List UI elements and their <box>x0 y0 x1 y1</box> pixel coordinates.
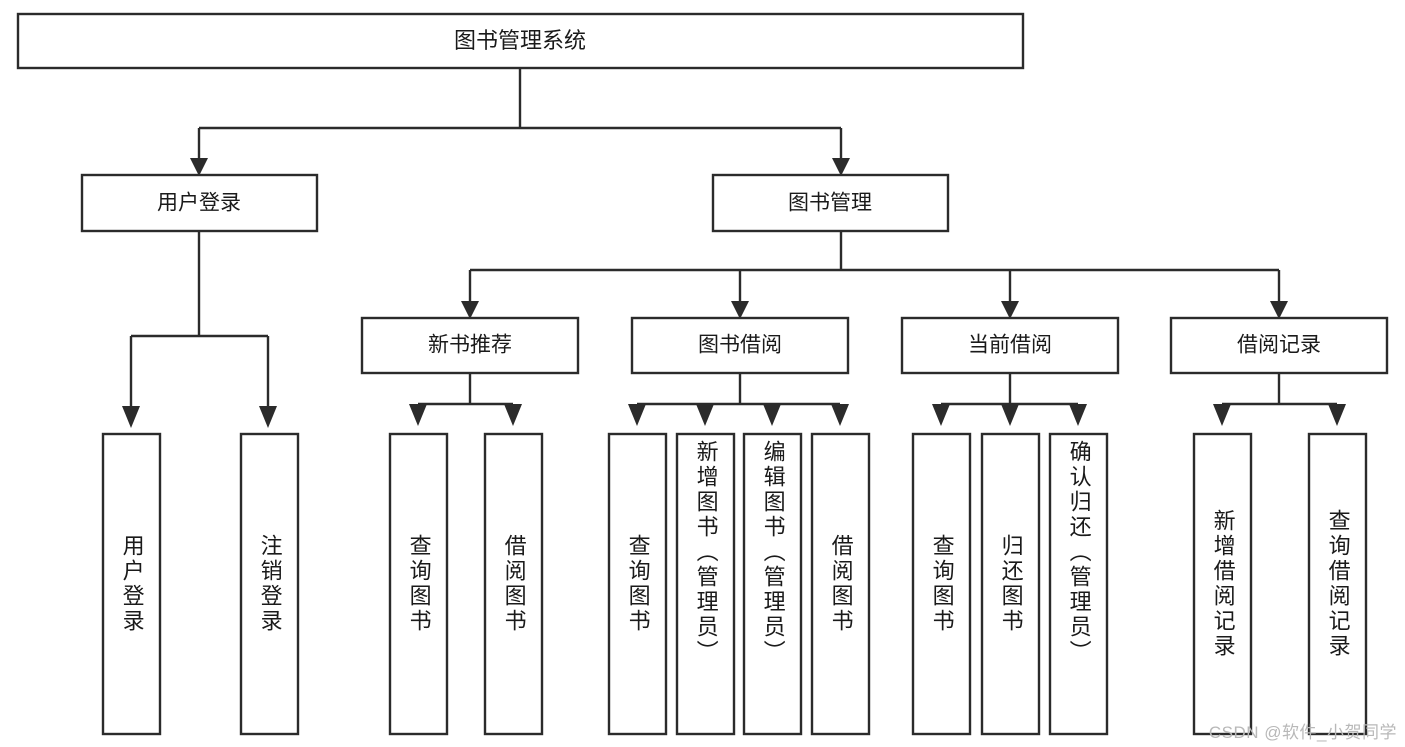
node-root-label: 图书管理系统 <box>454 28 586 53</box>
node-borrow-record-box[interactable] <box>1169 316 1389 375</box>
arrowhead-current-borrow-leaf-2 <box>1001 404 1019 426</box>
node-leaf-box[interactable] <box>101 432 162 736</box>
csdn-watermark: CSDN @软件_小贺同学 <box>1208 723 1397 742</box>
node-label-layer: 图书管理系统 用户登录 图书管理 新书推荐 图书借阅 当前借阅 借阅记录 <box>157 28 1321 357</box>
arrowhead-borrow-record <box>1270 301 1288 319</box>
node-current-borrow-label: 当前借阅 <box>968 334 1052 357</box>
node-new-book-label: 新书推荐 <box>428 334 512 357</box>
arrowhead-user-login-leaf-1 <box>122 406 140 428</box>
node-leaf-box[interactable] <box>810 432 871 736</box>
node-leaf-box[interactable] <box>483 432 544 736</box>
arrowhead-user-login <box>190 158 208 176</box>
arrowhead-user-login-leaf-2 <box>259 406 277 428</box>
node-leaf-box[interactable] <box>1192 432 1253 736</box>
arrowhead-current-borrow-leaf-1 <box>932 404 950 426</box>
node-borrow-record-label: 借阅记录 <box>1237 334 1321 357</box>
arrowhead-book-borrow <box>731 301 749 319</box>
arrowhead-current-borrow-leaf-3 <box>1069 404 1087 426</box>
node-current-borrow-box[interactable] <box>900 316 1120 375</box>
node-box-layer <box>16 12 1389 736</box>
node-leaf-box[interactable] <box>1307 432 1368 736</box>
arrowhead-book-manage <box>832 158 850 176</box>
node-book-manage-label: 图书管理 <box>788 192 872 215</box>
node-book-borrow-label: 图书借阅 <box>698 334 782 357</box>
node-leaf-box[interactable] <box>742 432 803 736</box>
node-leaf-box[interactable] <box>911 432 972 736</box>
arrowhead-book-borrow-leaf-2 <box>696 404 714 426</box>
arrowhead-book-borrow-leaf-4 <box>831 404 849 426</box>
node-leaf-box[interactable] <box>388 432 449 736</box>
arrowhead-new-book-leaf-1 <box>409 404 427 426</box>
node-leaf-box[interactable] <box>239 432 300 736</box>
node-user-login-box[interactable] <box>80 173 319 233</box>
node-leaf-box[interactable] <box>607 432 668 736</box>
node-user-login-label: 用户登录 <box>157 192 241 215</box>
node-new-book-box[interactable] <box>360 316 580 375</box>
arrowhead-layer <box>122 158 1346 428</box>
arrowhead-new-book-leaf-2 <box>504 404 522 426</box>
node-leaf-box[interactable] <box>980 432 1041 736</box>
arrowhead-book-borrow-leaf-3 <box>763 404 781 426</box>
node-book-manage-box[interactable] <box>711 173 950 233</box>
node-leaf-box[interactable] <box>1048 432 1109 736</box>
arrowhead-book-borrow-leaf-1 <box>628 404 646 426</box>
arrowhead-new-book <box>461 301 479 319</box>
arrowhead-borrow-record-leaf-1 <box>1213 404 1231 426</box>
node-leaf-box[interactable] <box>675 432 736 736</box>
node-root-box[interactable] <box>16 12 1025 70</box>
node-book-borrow-box[interactable] <box>630 316 850 375</box>
arrowhead-borrow-record-leaf-2 <box>1328 404 1346 426</box>
arrowhead-current-borrow <box>1001 301 1019 319</box>
